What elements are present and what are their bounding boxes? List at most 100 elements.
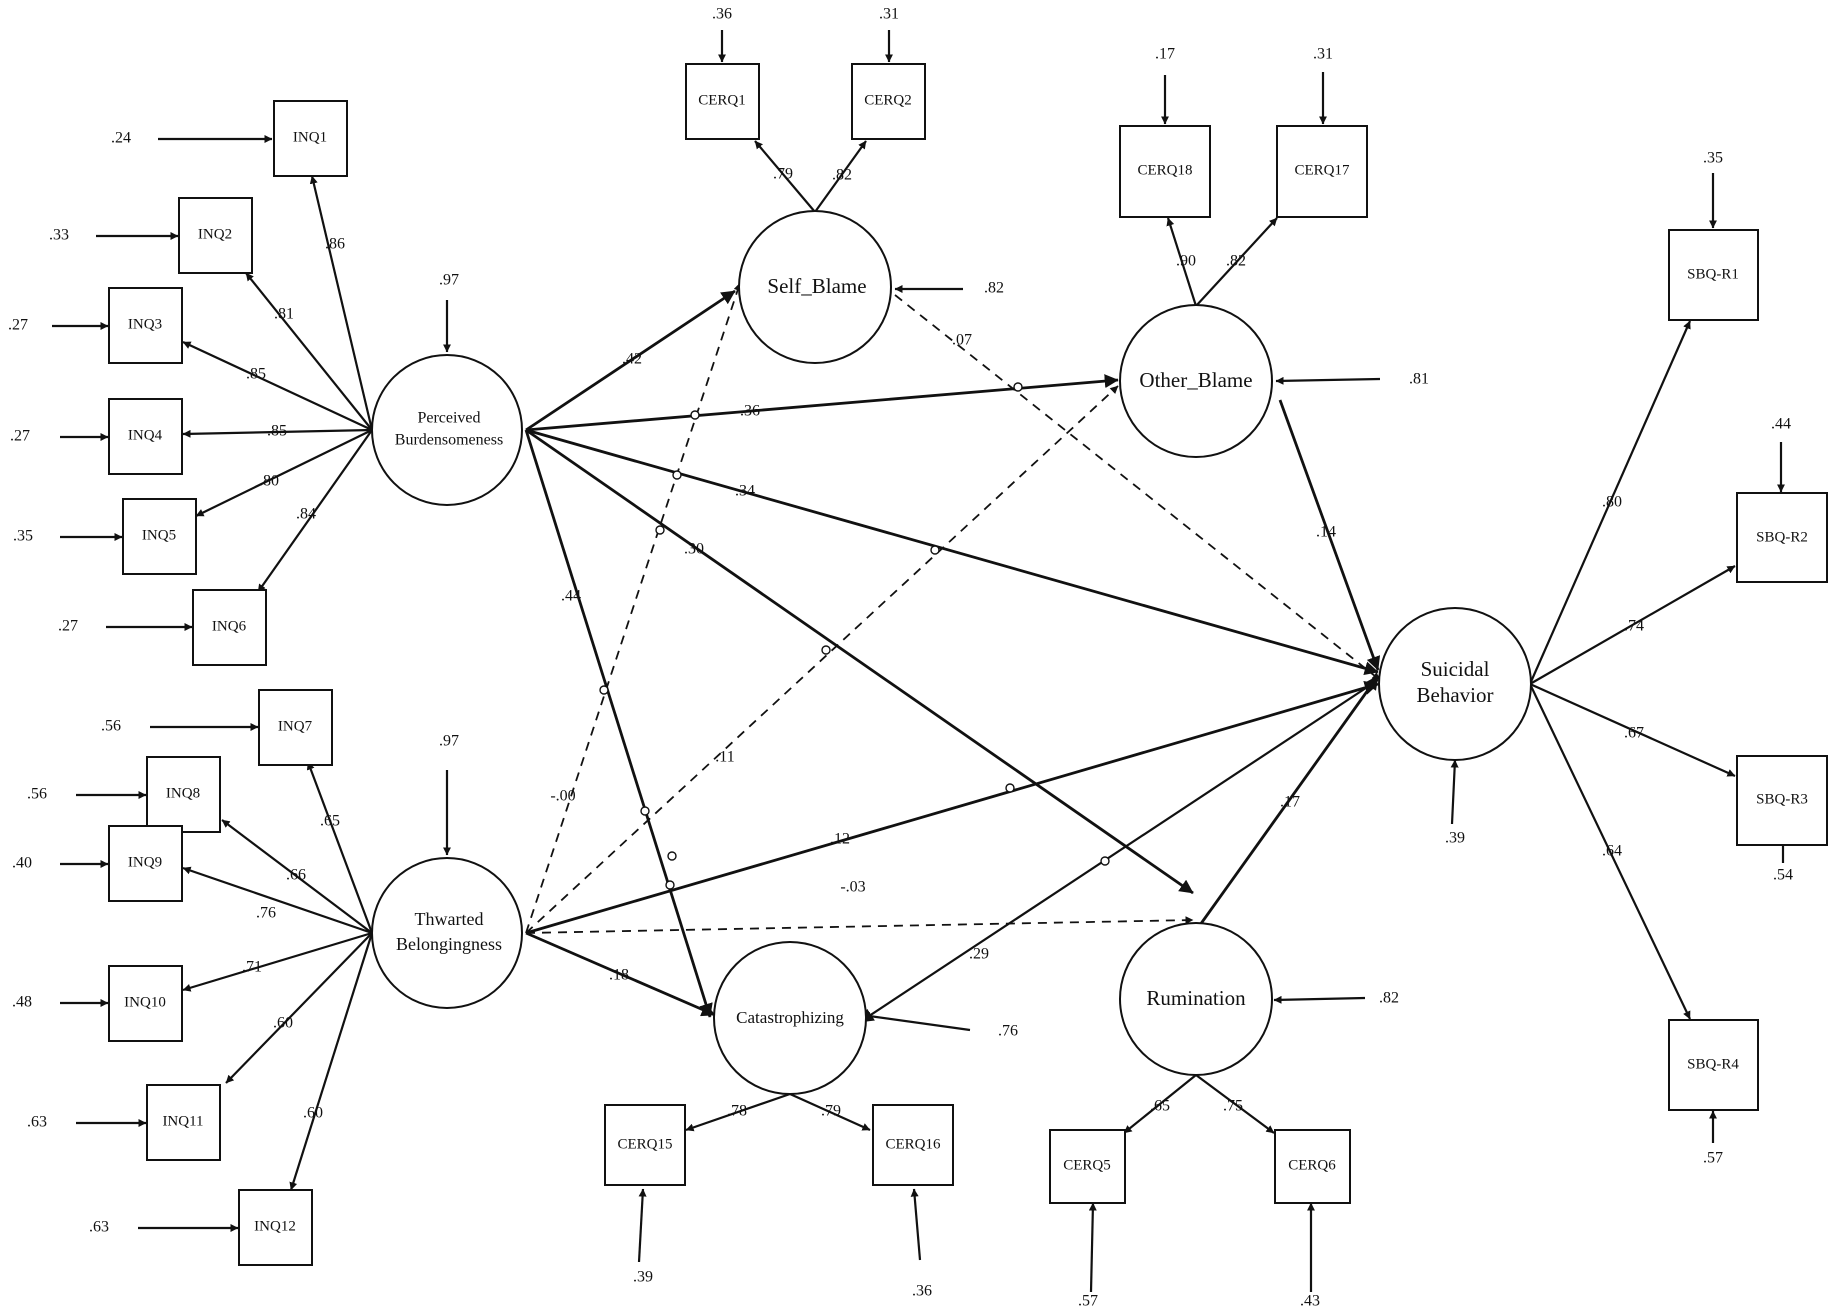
- svg-text:SBQ-R3: SBQ-R3: [1756, 791, 1808, 807]
- svg-text:CERQ5: CERQ5: [1063, 1157, 1111, 1173]
- path-pb-suicidal: [525, 428, 1379, 676]
- latent-suicidal-behavior: Suicidal Behavior: [1378, 607, 1532, 761]
- svg-text:CERQ1: CERQ1: [698, 92, 746, 108]
- loading-cerq5: .65: [1150, 1098, 1170, 1115]
- path-pb-rumination: [525, 428, 1194, 895]
- loading-cerq1: .79: [773, 166, 793, 183]
- error-inq3: .27: [8, 317, 28, 334]
- latent-pb-label-1: Perceived: [417, 410, 480, 427]
- error-cerq2: .31: [879, 6, 899, 23]
- error-sbqr4: .57: [1703, 1150, 1723, 1167]
- path-other-blame-suicidal: [1278, 399, 1381, 671]
- svg-text:INQ5: INQ5: [142, 527, 176, 543]
- svg-text:INQ1: INQ1: [293, 129, 327, 145]
- latent-tb: Thwarted Belongingness: [371, 857, 523, 1009]
- indicator-cerq1: CERQ1: [685, 63, 760, 140]
- path-labels: .42 .36 .34 .30 .44 -.00 .11 .12 -.03 .1…: [550, 332, 1336, 984]
- indicator-inq9: INQ9: [108, 825, 183, 902]
- coef-pb-suicidal: .34: [735, 483, 755, 500]
- error-sbqr1: .35: [1703, 150, 1723, 167]
- latent-catastrophizing-label: Catastrophizing: [736, 1008, 844, 1027]
- indicator-cerq16: CERQ16: [872, 1104, 954, 1186]
- error-cerq15: .39: [633, 1269, 653, 1286]
- error-cerq5: .57: [1078, 1293, 1098, 1310]
- loading-sbqr3: .67: [1624, 725, 1644, 742]
- latent-pb-label-2: Burdensomeness: [395, 432, 503, 449]
- error-cerq18: .17: [1155, 46, 1175, 63]
- indicator-inq8: INQ8: [146, 756, 221, 833]
- coef-other-blame-suicidal: .14: [1316, 524, 1336, 541]
- indicator-cerq15: CERQ15: [604, 1104, 686, 1186]
- svg-text:CERQ18: CERQ18: [1137, 162, 1192, 178]
- loading-inq1: .86: [325, 236, 345, 253]
- error-inq4: .27: [10, 428, 30, 445]
- coef-self-blame-suicidal: .07: [952, 332, 972, 349]
- coef-tb-self-blame: -.00: [550, 788, 575, 805]
- latent-rumination-label: Rumination: [1146, 986, 1246, 1010]
- indicator-cerq18: CERQ18: [1119, 125, 1211, 218]
- indicator-inq4: INQ4: [108, 398, 183, 475]
- coef-pb-catastrophizing: .44: [561, 588, 581, 605]
- indicator-cerq17: CERQ17: [1276, 125, 1368, 218]
- loading-inq7: .65: [320, 813, 340, 830]
- indicator-sbqr2: SBQ-R2: [1736, 492, 1828, 583]
- svg-text:SBQ-R4: SBQ-R4: [1687, 1056, 1739, 1072]
- indicator-inq7: INQ7: [258, 689, 333, 766]
- error-sbqr3: .54: [1773, 867, 1793, 884]
- error-sbqr2: .44: [1771, 416, 1791, 433]
- loading-arrows: [182, 140, 1736, 1191]
- indicator-sbqr1: SBQ-R1: [1668, 229, 1759, 321]
- loading-sbqr4: .64: [1602, 843, 1622, 860]
- loading-cerq18: .90: [1176, 253, 1196, 270]
- indicator-inq5: INQ5: [122, 498, 197, 575]
- latent-other-blame: Other_Blame: [1119, 304, 1273, 458]
- svg-text:INQ12: INQ12: [254, 1218, 296, 1234]
- error-inq10: .48: [12, 994, 32, 1011]
- error-cerq6: .43: [1300, 1293, 1320, 1310]
- loading-cerq17: .82: [1226, 253, 1246, 270]
- svg-text:INQ11: INQ11: [162, 1113, 203, 1129]
- loading-sbqr2: .74: [1624, 618, 1644, 635]
- error-inq7: .56: [101, 718, 121, 735]
- structural-paths: [524, 282, 1381, 1023]
- indicator-inq1: INQ1: [273, 100, 348, 177]
- loading-inq5: .80: [259, 473, 279, 490]
- path-tb-rumination: [525, 916, 1194, 934]
- disturbance-labels: .97 .97 .82 .81 .76 .82 .39: [439, 272, 1465, 1040]
- coef-pb-self-blame: .42: [622, 351, 642, 368]
- path-rumination-suicidal: [1198, 675, 1380, 926]
- path-pb-catastrophizing: [524, 429, 713, 1018]
- svg-text:INQ4: INQ4: [128, 427, 163, 443]
- coef-pb-other-blame: .36: [740, 403, 760, 420]
- loading-inq4: .85: [267, 423, 287, 440]
- indicator-inq10: INQ10: [108, 965, 183, 1042]
- svg-text:CERQ16: CERQ16: [885, 1136, 941, 1152]
- svg-text:INQ2: INQ2: [198, 226, 232, 242]
- loading-inq11: .60: [273, 1015, 293, 1032]
- loading-inq9: .76: [256, 905, 276, 922]
- error-inq9: .40: [12, 855, 32, 872]
- disturbance-rumination: .82: [1379, 990, 1399, 1007]
- loading-labels: .86 .81 .85 .85 .80 .84 .65 .66 .76 .71 …: [242, 166, 1644, 1122]
- loading-inq12: .60: [303, 1105, 323, 1122]
- error-inq8: .56: [27, 786, 47, 803]
- error-cerq1: .36: [712, 6, 732, 23]
- path-tb-self-blame: [525, 282, 742, 934]
- loading-inq2: .81: [274, 306, 294, 323]
- coef-tb-rumination: -.03: [840, 879, 865, 896]
- coef-tb-suicidal: .12: [830, 831, 850, 848]
- disturbance-catastrophizing: .76: [998, 1023, 1018, 1040]
- error-inq11: .63: [27, 1114, 47, 1131]
- path-tb-other-blame: [525, 385, 1119, 934]
- svg-text:SBQ-R2: SBQ-R2: [1756, 529, 1808, 545]
- indicator-inq11: INQ11: [146, 1084, 221, 1161]
- latent-self-blame: Self_Blame: [738, 210, 892, 364]
- disturbance-pb: .97: [439, 272, 459, 289]
- latent-other-blame-label: Other_Blame: [1139, 368, 1252, 392]
- indicator-sbqr4: SBQ-R4: [1668, 1019, 1759, 1111]
- error-inq6: .27: [58, 618, 78, 635]
- indicator-cerq2: CERQ2: [851, 63, 926, 140]
- loading-inq6: .84: [296, 506, 316, 523]
- latent-suicidal-label-1: Suicidal: [1421, 657, 1490, 681]
- svg-text:INQ7: INQ7: [278, 718, 313, 734]
